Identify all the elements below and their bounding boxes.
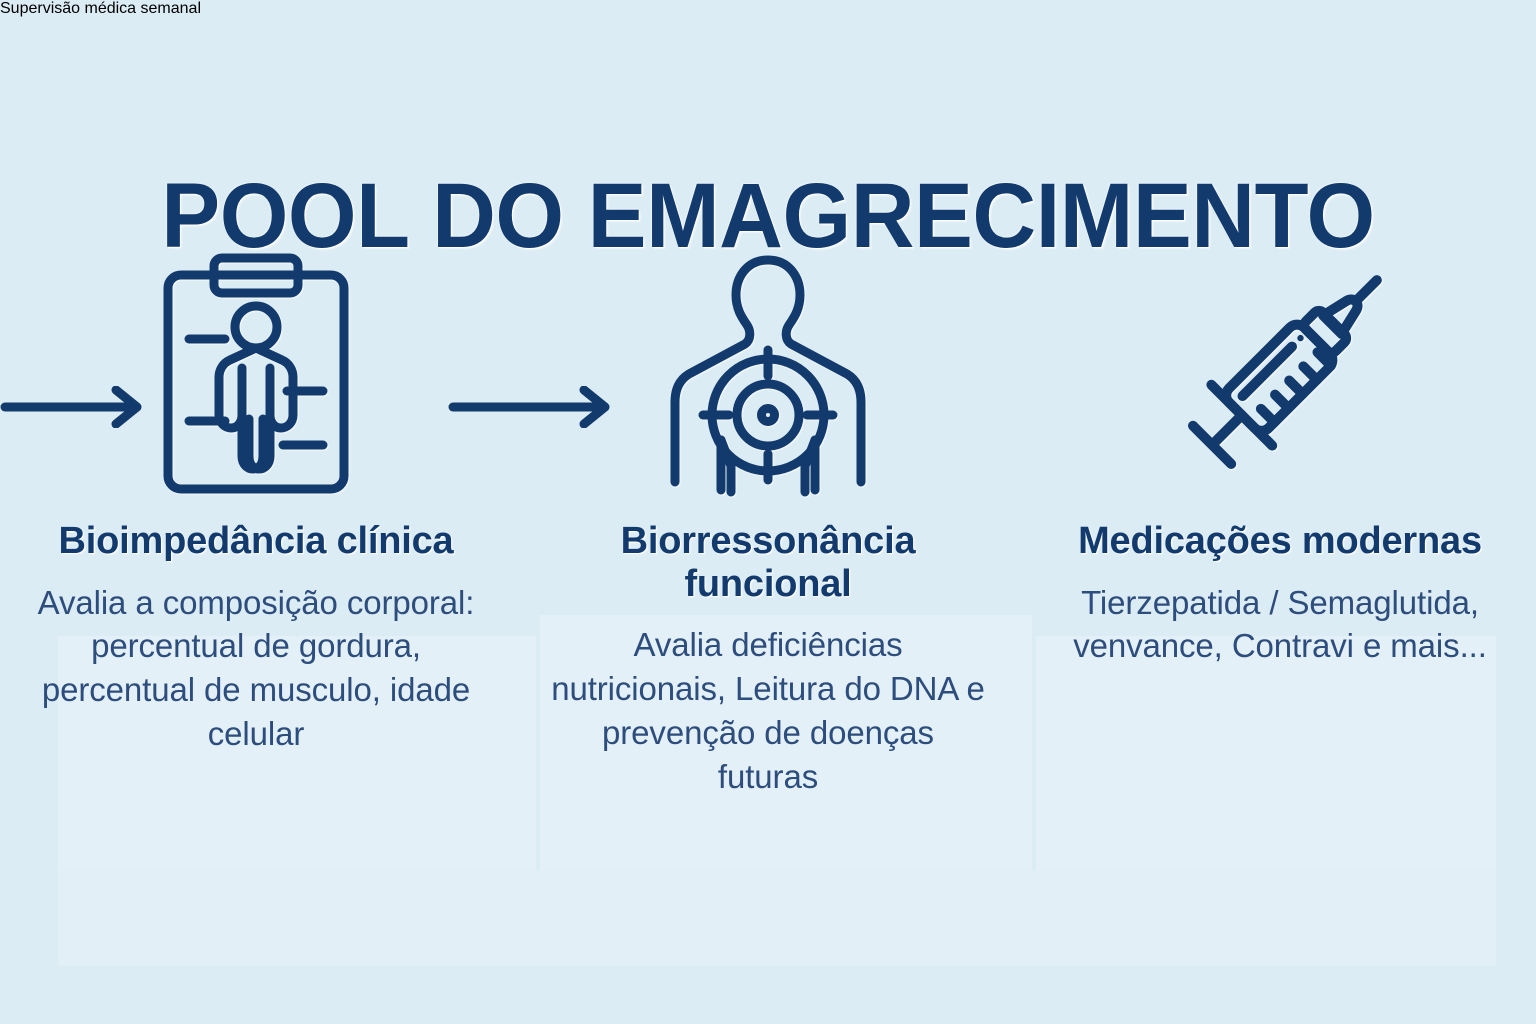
step-description: Tierzepatida / Semaglutida, venvance, Co… bbox=[1073, 583, 1487, 665]
step-heading: Biorressonância funcional bbox=[620, 520, 916, 605]
torso-target-scan-icon bbox=[663, 246, 873, 508]
step-heading: Bioimpedância clínica bbox=[58, 520, 454, 562]
arrow-step-1-to-2-icon bbox=[448, 385, 620, 429]
step-column-bioimpedancia: Bioimpedância clínica Avalia a composiçã… bbox=[0, 246, 512, 756]
syringe-icon bbox=[1140, 246, 1420, 508]
page-title: POOL DO EMAGRECIMENTO bbox=[161, 164, 1375, 267]
step-heading: Medicações modernas bbox=[1078, 520, 1482, 562]
step-description: Avalia a composição corporal: percentual… bbox=[37, 583, 475, 753]
step-description: Avalia deficiências nutricionais, Leitur… bbox=[551, 626, 985, 795]
clipboard-body-composition-icon bbox=[156, 246, 356, 508]
arrow-step-2-to-3-icon bbox=[0, 385, 152, 429]
footer-note: Supervisão médica semanal bbox=[0, 0, 201, 17]
step-column-biorressonancia: Biorressonância funcional Avalia deficiê… bbox=[512, 246, 1024, 799]
step-column-medicacoes: Medicações modernas Tierzepatida / Semag… bbox=[1024, 246, 1536, 668]
footer-panel bbox=[58, 870, 1496, 966]
steps-container: Bioimpedância clínica Avalia a composiçã… bbox=[0, 246, 1536, 799]
